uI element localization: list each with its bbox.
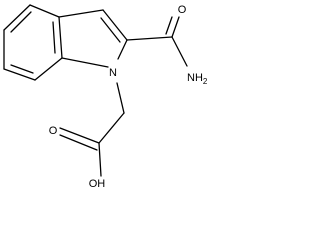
- acetic-acid-group: [59, 82, 125, 177]
- bond-amide-c-o: [171, 16, 180, 38]
- bond-ch2-cooh: [98, 112, 125, 144]
- bond-pyrrole-c2-n1: [117, 39, 128, 60]
- bond-benzene-1-inner: [10, 11, 32, 33]
- atom-label-amide-nitrogen: NH2: [187, 72, 208, 86]
- bond-benzene-3: [58, 16, 63, 59]
- atom-label-hydroxyl: OH: [89, 178, 106, 190]
- bond-pyrrole-c3-c2: [102, 9, 128, 41]
- bond-benzene-3-inner: [52, 21, 56, 54]
- bond-acid-c-o-double: [59, 134, 98, 151]
- bond-benzene-5-inner: [10, 64, 34, 74]
- atom-label-acid-oxygen: O: [49, 125, 58, 137]
- bond-acid-c-oh: [98, 142, 102, 177]
- atom-label-ring-nitrogen: N: [109, 67, 117, 79]
- bond-benzene-2: [29, 4, 60, 18]
- benzene-ring: [3, 4, 63, 81]
- pyrrole-ring: [58, 9, 128, 68]
- bond-amide-c-o-double: [165, 16, 173, 35]
- bond-c2-carbonyl: [126, 36, 173, 41]
- atom-label-amide-oxygen: O: [178, 4, 187, 16]
- bond-pyrrole-n1-c7a: [61, 57, 109, 68]
- amide-nitrogen-text: NH: [187, 72, 203, 84]
- bond-amide-c-n: [171, 36, 188, 67]
- bond-pyrrole-c3a-c3: [58, 9, 104, 18]
- bond-benzene-5: [3, 68, 36, 81]
- carboxamide-group: [126, 16, 188, 67]
- indole-acetic-acid-structure: N O NH2 O OH: [3, 4, 208, 190]
- bond-benzene-1: [3, 4, 31, 31]
- amide-nitrogen-subscript: 2: [203, 77, 208, 86]
- bond-benzene-4: [34, 57, 63, 81]
- bond-n1-ch2: [116, 82, 125, 114]
- bond-pyrrole-c3-c2-inner: [100, 17, 121, 43]
- bond-acid-c-o: [59, 127, 100, 144]
